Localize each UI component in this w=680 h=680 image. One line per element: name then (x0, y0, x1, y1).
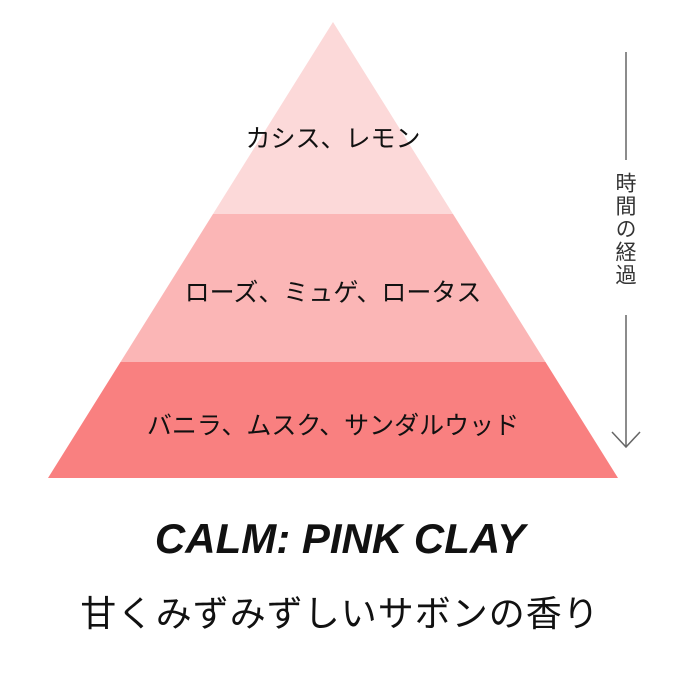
tier-top-label: カシス、レモン (245, 124, 421, 153)
time-axis-label: 時間の経過 (613, 172, 637, 287)
product-title: CALM: PINK CLAY (154, 515, 526, 562)
arrow-down-icon (611, 52, 641, 449)
tier-base-shape (48, 362, 618, 478)
tier-middle-label: ローズ、ミュゲ、ロータス (184, 278, 482, 307)
product-subtitle: 甘くみずみずしいサボンの香り (80, 594, 600, 635)
tier-top-shape (48, 22, 618, 214)
tier-base-label: バニラ、ムスク、サンダルウッド (146, 411, 520, 440)
